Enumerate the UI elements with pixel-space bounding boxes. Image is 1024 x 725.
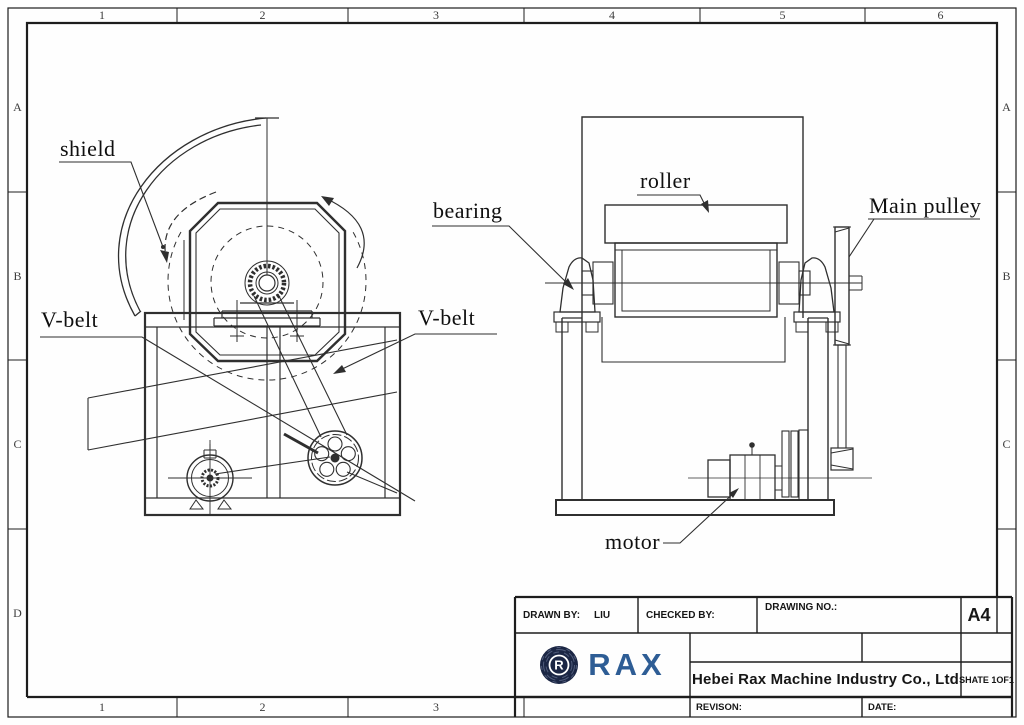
bearing-block-right <box>793 257 841 333</box>
grid-row-a-right: A <box>1002 100 1011 114</box>
pulley-end-view <box>307 430 363 486</box>
revision-label: REVISON: <box>696 701 742 713</box>
grid-row-a-left: A <box>13 100 22 114</box>
grid-col-1-top: 1 <box>99 8 105 22</box>
label-v-belt-right: V-belt <box>418 305 476 330</box>
company-name-cell: Hebei Rax Machine Industry Co., Ltd <box>690 662 961 697</box>
hood-box <box>581 116 804 318</box>
checked-by-cell: CHECKED BY: <box>638 597 765 633</box>
drum-octagon <box>188 201 347 363</box>
grid-col-6-top: 6 <box>937 8 944 22</box>
v-belt-lines <box>141 293 416 502</box>
left-view-linework <box>87 117 416 517</box>
drawing-no-cell: DRAWING NO.: <box>757 597 969 638</box>
roller-drum <box>604 204 788 318</box>
drawn-by-value: LIU <box>594 609 611 621</box>
label-motor: motor <box>605 529 661 554</box>
shield-leader <box>59 161 164 248</box>
drawing-no-label: DRAWING NO.: <box>765 602 838 613</box>
feed-chute <box>87 339 398 451</box>
company-logo: R RAX <box>515 633 690 697</box>
main-pulley-bar <box>833 226 863 346</box>
bearing-leader <box>432 225 573 289</box>
shield-arc <box>117 117 267 317</box>
revision-cell: REVISON: <box>690 697 868 717</box>
label-bearing: bearing <box>433 198 503 223</box>
grid-row-c-left: C <box>13 437 22 451</box>
sheet-number-cell: SHATE 1OF1 <box>959 662 1014 697</box>
drawn-by-cell: DRAWN BY: LIU <box>515 597 646 633</box>
v-belt-right-leader <box>335 333 497 373</box>
grid-col-3-top: 3 <box>433 8 439 22</box>
label-v-belt-left: V-belt <box>41 307 99 332</box>
grid-row-c-right: C <box>1002 437 1011 451</box>
label-roller: roller <box>640 168 691 193</box>
logo-wordmark: RAX <box>588 647 666 682</box>
date-label: DATE: <box>868 701 897 713</box>
grid-col-3-bottom: 3 <box>433 699 439 714</box>
grid-col-1-bottom: 1 <box>99 699 105 714</box>
motor-leader <box>663 490 737 544</box>
grid-row-b-right: B <box>1002 268 1011 283</box>
frame-box <box>143 311 402 517</box>
drawn-by-label: DRAWN BY: <box>523 609 581 621</box>
rotation-arrows <box>160 191 365 269</box>
checked-by-label: CHECKED BY: <box>646 609 715 621</box>
grid-row-d-left: D <box>13 605 22 620</box>
motor-front-view <box>688 429 872 501</box>
hub-pedestal <box>213 300 321 342</box>
grid-col-2-bottom: 2 <box>259 699 266 714</box>
hub-bearing <box>244 260 290 306</box>
paper-size-cell: A4 <box>961 597 997 633</box>
paper-size-value: A4 <box>967 604 991 625</box>
label-main-pulley: Main pulley <box>869 193 982 218</box>
date-cell: DATE: <box>862 697 1018 717</box>
label-shield: shield <box>60 136 116 161</box>
grid-row-b-left: B <box>13 268 22 283</box>
belt-idler-box <box>830 447 854 471</box>
main-pulley-leader <box>848 218 980 258</box>
motor-end-view <box>168 440 252 516</box>
main-belt <box>837 345 847 448</box>
rax-logo-mark: R <box>540 646 579 684</box>
frame-columns <box>555 317 835 516</box>
sheet-number: SHATE 1OF1 <box>959 674 1014 685</box>
grid-col-2-top: 2 <box>259 8 266 22</box>
roller-leader <box>637 194 708 210</box>
callout-leaders <box>40 161 980 544</box>
grid-col-4-top: 4 <box>609 8 615 22</box>
title-block-lines <box>513 595 1014 717</box>
logo-mark-letter: R <box>555 658 565 673</box>
grid-col-5-top: 5 <box>779 8 786 22</box>
company-name: Hebei Rax Machine Industry Co., Ltd <box>691 671 960 688</box>
right-view-linework <box>545 116 872 516</box>
